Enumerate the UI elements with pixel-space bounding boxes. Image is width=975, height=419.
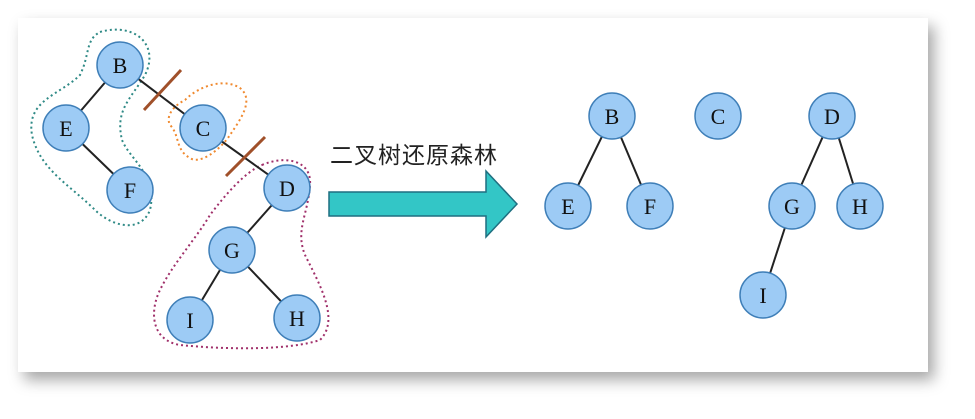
arrow-caption: 二叉树还原森林: [330, 143, 498, 169]
right-arrow-icon: [328, 169, 519, 239]
binary-node-C: [179, 104, 227, 152]
forest-node-label-D: D: [824, 104, 840, 129]
binary-node-label-I: I: [186, 308, 193, 333]
forest-node-I: [739, 271, 787, 319]
forest-node-E: [544, 182, 592, 230]
outline-tree-c: [167, 82, 248, 161]
forest-node-label-G: G: [784, 194, 800, 219]
outline-tree-d: [153, 159, 330, 350]
forest-node-F: [626, 182, 674, 230]
forest-node-label-E: E: [561, 194, 574, 219]
forest-node-C: [694, 92, 742, 140]
forest-node-label-C: C: [711, 104, 726, 129]
binary-node-I: [166, 296, 214, 344]
cut-mark-b-c: [142, 68, 183, 112]
binary-node-label-F: F: [124, 178, 136, 203]
binary-node-H: [273, 294, 321, 342]
binary-node-label-H: H: [289, 306, 305, 331]
binary-node-E: [42, 104, 90, 152]
forest-node-B: [588, 92, 636, 140]
forest-node-D: [808, 92, 856, 140]
forest-node-label-F: F: [644, 194, 656, 219]
forest-node-H: [836, 182, 884, 230]
forest-node-G: [768, 182, 816, 230]
forest-node-label-H: H: [852, 194, 868, 219]
binary-node-label-E: E: [59, 116, 72, 141]
binary-node-label-C: C: [196, 116, 211, 141]
outline-tree-b: [30, 28, 153, 227]
forest-node-label-I: I: [759, 283, 766, 308]
binary-node-label-D: D: [279, 176, 295, 201]
binary-node-B: [96, 41, 144, 89]
forest-node-label-B: B: [605, 104, 620, 129]
binary-node-F: [106, 166, 154, 214]
binary-node-label-B: B: [113, 53, 128, 78]
binary-node-label-G: G: [224, 238, 240, 263]
binary-node-G: [208, 226, 256, 274]
cut-mark-c-d: [224, 135, 267, 178]
binary-node-D: [263, 164, 311, 212]
